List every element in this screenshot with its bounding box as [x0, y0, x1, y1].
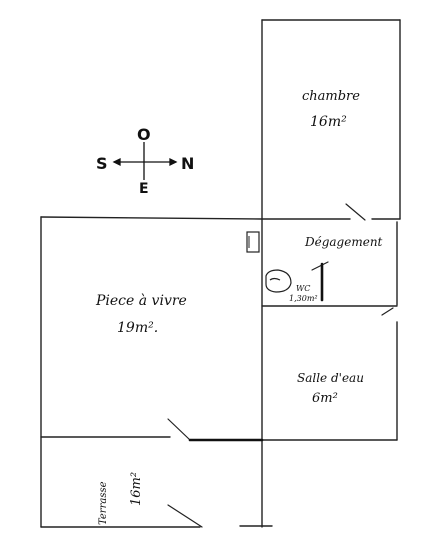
salle-label: Salle d'eau: [297, 371, 364, 385]
wc-area: 1,30m²: [289, 294, 318, 303]
thick-walls: [188, 262, 324, 442]
chambre-label: chambre: [302, 89, 360, 104]
terrasse-label: Terrasse: [98, 481, 109, 525]
toilet-icon: [265, 269, 292, 293]
compass-west-label: O: [137, 125, 151, 144]
compass-south-label: S: [96, 154, 108, 173]
compass-east-label: E: [139, 181, 149, 197]
piece-label: Piece à vivre: [95, 293, 187, 309]
degagement-label: Dégagement: [304, 235, 383, 249]
radiator-icon: [246, 231, 260, 253]
walls: [40, 19, 401, 528]
piece-area: 19m².: [117, 320, 158, 336]
compass: [112, 142, 178, 180]
salle-area: 6m²: [312, 391, 338, 406]
compass-north-label: N: [181, 154, 194, 173]
wc-label: WC: [296, 284, 310, 293]
doors: [167, 203, 394, 528]
terrasse-area: 16m²: [129, 472, 144, 506]
chambre-area: 16m²: [310, 114, 347, 130]
